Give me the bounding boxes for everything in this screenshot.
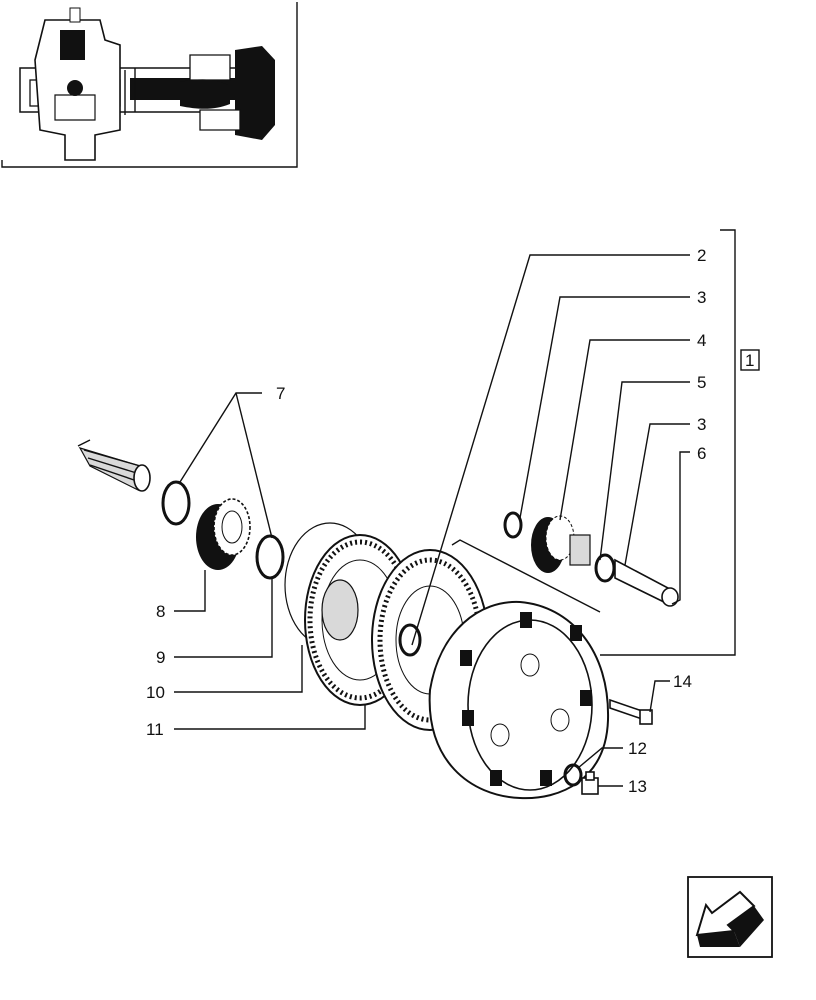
callout-1: 1 (745, 351, 754, 370)
axle-assembly-thumbnail[interactable] (1, 2, 298, 168)
splined-shaft (77, 439, 151, 492)
callout-14: 14 (673, 672, 692, 691)
back-arrow-button[interactable] (687, 876, 773, 958)
callout-12: 12 (628, 739, 647, 758)
sun-gear (196, 498, 251, 570)
callout-11: 11 (146, 720, 164, 739)
planet-assembly (451, 511, 679, 613)
hub-bolt (609, 698, 653, 725)
washer (563, 763, 583, 787)
leader-lines (174, 254, 690, 787)
callout-10: 10 (146, 683, 165, 702)
callout-7: 7 (276, 384, 285, 403)
back-arrow-icon (695, 890, 764, 947)
callout-9: 9 (156, 648, 165, 667)
callout-box-1 (740, 349, 760, 371)
callout-4: 4 (697, 331, 706, 350)
callout-5: 5 (697, 373, 706, 392)
snap-ring-left (161, 480, 191, 526)
callout-3a: 3 (697, 288, 706, 307)
callout-3b: 3 (697, 415, 706, 434)
snap-ring-right (255, 534, 285, 580)
callout-2: 2 (697, 246, 706, 265)
callout-6: 6 (697, 444, 706, 463)
callout-13: 13 (628, 777, 647, 796)
drain-plug (581, 771, 599, 795)
callout-8: 8 (156, 602, 165, 621)
assembly-bracket (600, 229, 736, 656)
wheel-hub (428, 600, 610, 800)
